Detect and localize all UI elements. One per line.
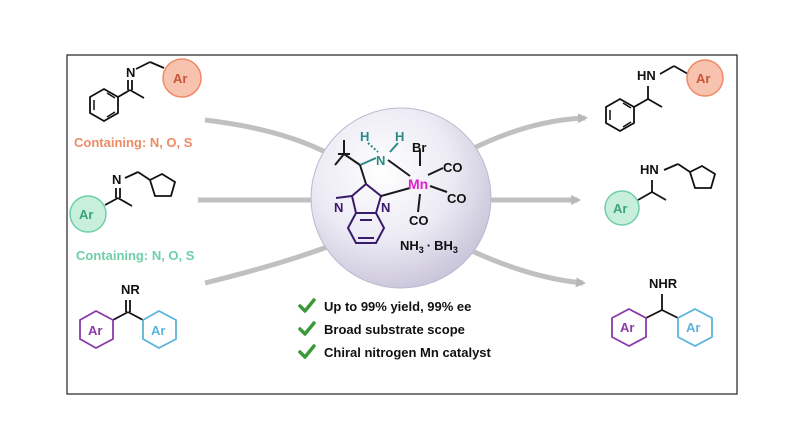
reactant-3: NR Ar Ar bbox=[79, 282, 177, 350]
bullet-yield: Up to 99% yield, 99% ee bbox=[298, 297, 471, 315]
check-icon bbox=[298, 321, 316, 336]
frame-border bbox=[66, 54, 738, 395]
p1-ar-label: Ar bbox=[696, 71, 710, 86]
r1-ar-label: Ar bbox=[173, 71, 187, 86]
catalyst-n-amine: N bbox=[376, 153, 385, 168]
r3-nr-label: NR bbox=[121, 282, 140, 297]
containing-label-2: Containing: N, O, S bbox=[76, 248, 195, 263]
containing-label-1: Containing: N, O, S bbox=[74, 135, 193, 150]
check-icon bbox=[298, 344, 316, 359]
catalyst-co1: CO bbox=[443, 160, 463, 175]
bullet-catalyst: Chiral nitrogen Mn catalyst bbox=[298, 343, 491, 361]
catalyst-h2: H bbox=[395, 129, 404, 144]
catalyst-reagent: NH3·BH3 bbox=[400, 238, 458, 255]
arrow-in-bottom bbox=[204, 239, 341, 286]
catalyst-h1: H bbox=[360, 129, 369, 144]
r1-nitrogen: N bbox=[126, 65, 135, 80]
p1-hn-label: HN bbox=[637, 68, 656, 83]
catalyst-br: Br bbox=[412, 140, 426, 155]
r2-ar-label: Ar bbox=[79, 207, 93, 222]
arrow-out-bottom bbox=[468, 247, 586, 288]
r2-nitrogen: N bbox=[112, 172, 121, 187]
bullet-scope: Broad substrate scope bbox=[298, 320, 465, 338]
p3-nhr-label: NHR bbox=[649, 276, 678, 291]
r3-ar1-label: Ar bbox=[88, 323, 102, 338]
product-2: Ar HN bbox=[604, 162, 717, 226]
catalyst-structure bbox=[334, 140, 448, 244]
check-icon bbox=[298, 298, 316, 313]
product-1: HN Ar bbox=[605, 59, 724, 133]
catalyst-co2: CO bbox=[447, 191, 467, 206]
r3-ar2-label: Ar bbox=[151, 323, 165, 338]
arrow-in-top bbox=[204, 117, 342, 163]
bullet-text-scope: Broad substrate scope bbox=[324, 321, 465, 337]
p3-ar2-label: Ar bbox=[686, 320, 700, 335]
p2-hn-label: HN bbox=[640, 162, 659, 177]
p3-ar1-label: Ar bbox=[620, 320, 634, 335]
catalyst-mn: Mn bbox=[408, 176, 428, 192]
reactant-1: N Ar bbox=[89, 58, 202, 123]
arrow-out-top bbox=[468, 113, 588, 153]
bullet-text-catalyst: Chiral nitrogen Mn catalyst bbox=[324, 344, 491, 360]
bullet-text-yield: Up to 99% yield, 99% ee bbox=[324, 298, 472, 314]
catalyst-n2: N bbox=[381, 200, 390, 215]
catalyst-n1: N bbox=[334, 200, 343, 215]
catalyst-labels: H H N Br Mn CO CO CO N N NH3·BH3 bbox=[334, 129, 467, 255]
product-3: NHR Ar Ar bbox=[611, 276, 713, 348]
p2-ar-label: Ar bbox=[613, 201, 627, 216]
catalyst-co3: CO bbox=[409, 213, 429, 228]
reactant-2: Ar N bbox=[69, 171, 177, 233]
